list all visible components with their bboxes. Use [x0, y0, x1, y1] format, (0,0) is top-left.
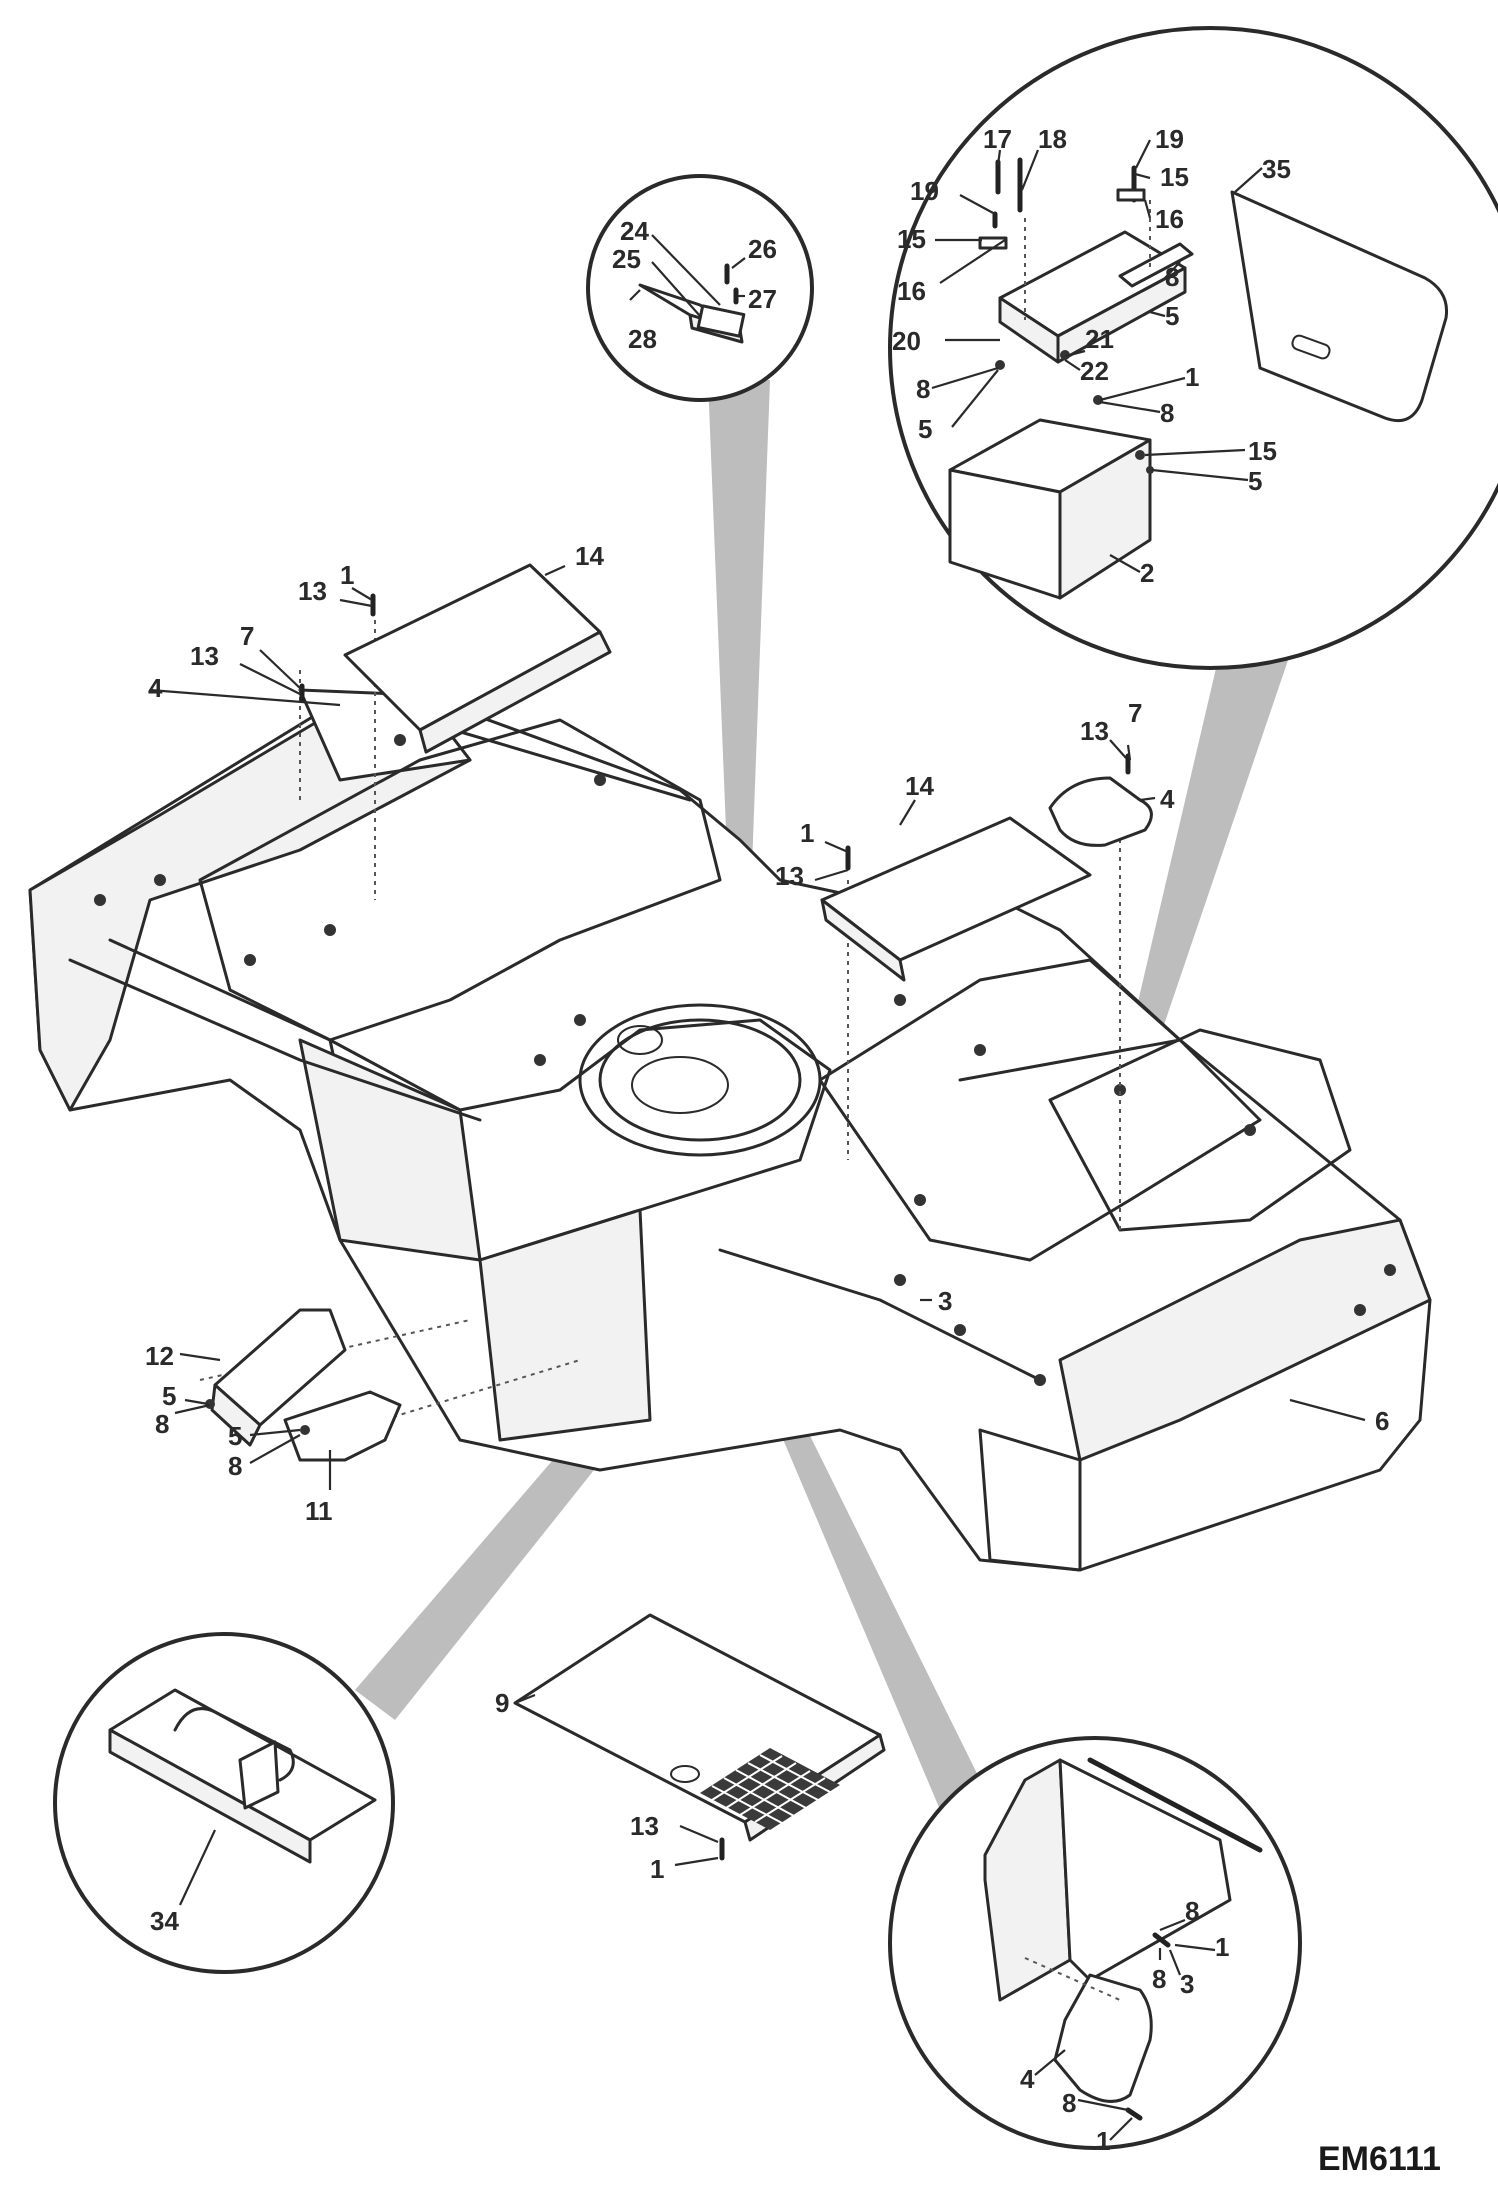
callout-3: 3: [938, 1286, 952, 1316]
callout-12: 12: [145, 1341, 174, 1371]
access-covers: [299, 563, 1153, 982]
callout-13: 13: [630, 1811, 659, 1841]
callout-8: 8: [1185, 1896, 1199, 1926]
callout-8: 8: [1062, 2088, 1076, 2118]
callout-15: 15: [1248, 436, 1277, 466]
callout-14: 14: [575, 541, 604, 571]
callout-19: 19: [910, 176, 939, 206]
drawing-code: EM6111: [1318, 2140, 1441, 2178]
callout-4: 4: [1160, 784, 1175, 814]
callout-21: 21: [1085, 324, 1114, 354]
callout-11: 11: [305, 1496, 333, 1526]
callout-7: 7: [1128, 698, 1142, 728]
detail-circle-latch: 24 25 26 27 28: [586, 174, 814, 402]
callout-4: 4: [148, 673, 163, 703]
callout-5: 5: [228, 1421, 242, 1451]
callout-5: 5: [1248, 466, 1262, 496]
callout-1: 1: [340, 560, 354, 590]
callout-8: 8: [228, 1451, 242, 1481]
callout-24: 24: [620, 216, 649, 246]
callout-35: 35: [1262, 154, 1291, 184]
floor-plate: [513, 1613, 886, 1861]
callout-8: 8: [916, 374, 930, 404]
callout-1: 1: [650, 1854, 664, 1884]
detail-circle-access-panel: 8 1 8 3 4 8 1: [888, 1736, 1302, 2156]
detail-circle-guard: 34: [53, 1632, 395, 1974]
callout-26: 26: [748, 234, 777, 264]
callout-3: 3: [1180, 1969, 1194, 1999]
callout-6: 6: [1375, 1406, 1389, 1436]
main-callouts: 14 13 1 13 7 4 14 1 13 13 7 4 12 5 8 5 8…: [145, 541, 1389, 1884]
callout-15: 15: [897, 224, 926, 254]
callout-20: 20: [892, 326, 921, 356]
detail-circle-battery-box: 17 18 19 19 15 15 15 16 16 35 8 8 8 5 5 …: [888, 26, 1498, 670]
upper-frame-assembly: [28, 620, 1432, 1572]
callout-8: 8: [1165, 262, 1179, 292]
callout-1: 1: [1185, 362, 1199, 392]
callout-19: 19: [1155, 124, 1184, 154]
callout-13: 13: [1080, 716, 1109, 746]
callout-9: 9: [495, 1688, 509, 1718]
callout-28: 28: [628, 324, 657, 354]
callout-13: 13: [190, 641, 219, 671]
callout-17: 17: [983, 124, 1012, 154]
callout-2: 2: [1140, 558, 1154, 588]
callout-15: 15: [1160, 162, 1189, 192]
callout-14: 14: [905, 771, 934, 801]
callout-13: 13: [298, 576, 327, 606]
callout-5: 5: [162, 1381, 176, 1411]
callout-16: 16: [897, 276, 926, 306]
callout-16: 16: [1155, 204, 1184, 234]
callout-1: 1: [1215, 1932, 1229, 1962]
callout-22: 22: [1080, 356, 1109, 386]
callout-1: 1: [800, 818, 814, 848]
callout-8: 8: [155, 1409, 169, 1439]
callout-4: 4: [1020, 2064, 1035, 2094]
callout-5: 5: [918, 414, 932, 444]
callout-25: 25: [612, 244, 641, 274]
callout-8: 8: [1160, 398, 1174, 428]
callout-13: 13: [775, 861, 804, 891]
callout-1: 1: [1096, 2126, 1110, 2156]
callout-5: 5: [1165, 301, 1179, 331]
lower-left-parts: [205, 1308, 402, 1462]
callout-18: 18: [1038, 124, 1067, 154]
callout-8: 8: [1152, 1964, 1166, 1994]
callout-27: 27: [748, 284, 777, 314]
callout-7: 7: [240, 621, 254, 651]
callout-34: 34: [150, 1906, 179, 1936]
